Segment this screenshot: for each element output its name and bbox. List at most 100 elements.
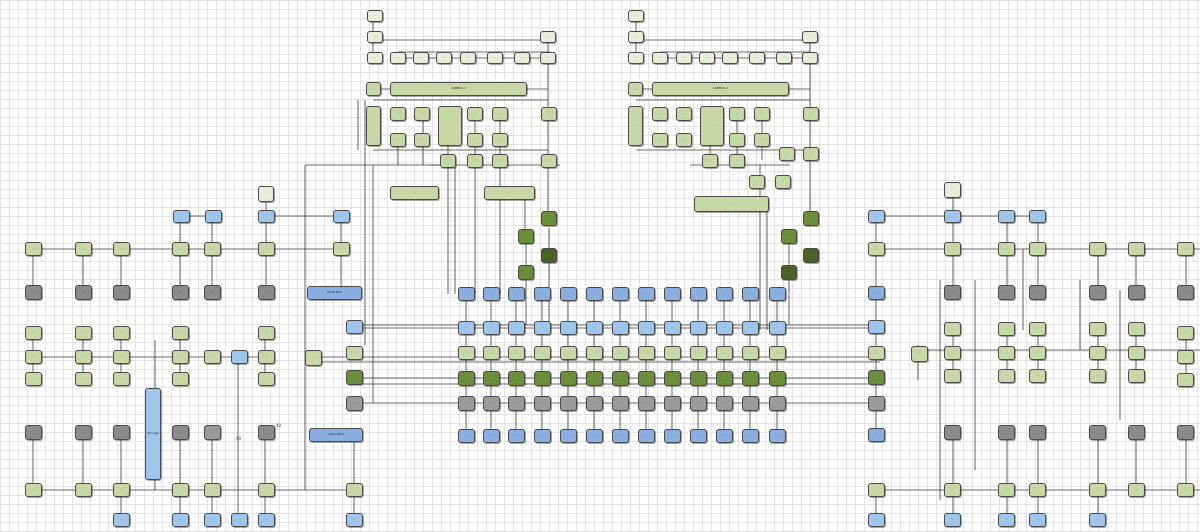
switch-node[interactable]: ···: [803, 211, 819, 226]
grid-load-node[interactable]: ···: [508, 395, 525, 411]
grid-device-node[interactable]: ···: [560, 321, 577, 335]
bus-node[interactable]: ···: [628, 106, 643, 146]
bus-node[interactable]: ···: [729, 133, 745, 147]
bus-node[interactable]: ···: [484, 186, 535, 200]
bus-node[interactable]: ···: [75, 372, 92, 386]
switch-node[interactable]: ···: [346, 370, 363, 385]
bus-node[interactable]: ···: [868, 346, 885, 360]
bus-node[interactable]: ···: [75, 483, 92, 497]
grid-device-node[interactable]: ···: [664, 321, 681, 335]
load-bus-bar[interactable]: LOAD BUS: [309, 428, 363, 442]
device-node[interactable]: ···: [868, 210, 885, 223]
bus-node[interactable]: ···: [467, 133, 483, 147]
grid-switch-node[interactable]: ···: [560, 370, 577, 386]
bus-node[interactable]: ···: [694, 196, 769, 212]
bus-node[interactable]: ···: [333, 242, 350, 256]
load-node[interactable]: ···: [204, 285, 221, 300]
tree-node[interactable]: ···: [628, 10, 644, 22]
grid-device-node[interactable]: ···: [483, 321, 500, 335]
grid-device-node[interactable]: ···: [769, 429, 786, 443]
grid-bus-node[interactable]: ···: [586, 346, 603, 360]
device-node[interactable]: ···: [868, 320, 885, 334]
subbus-bar[interactable]: SUBBUS 1: [390, 82, 527, 96]
tree-node[interactable]: ···: [802, 52, 818, 64]
grid-load-node[interactable]: ···: [612, 395, 629, 411]
device-node[interactable]: ···: [998, 513, 1015, 527]
bus-node[interactable]: ···: [414, 107, 430, 121]
grid-device-node[interactable]: ···: [483, 287, 500, 301]
device-node[interactable]: ···: [205, 210, 222, 223]
load-node[interactable]: ···: [1029, 425, 1046, 440]
grid-device-node[interactable]: ···: [690, 429, 707, 443]
bus-node[interactable]: ···: [113, 326, 130, 340]
bus-node[interactable]: ···: [492, 107, 508, 121]
bus-node[interactable]: ···: [467, 154, 483, 168]
grid-load-node[interactable]: ···: [664, 395, 681, 411]
load-node[interactable]: ···: [25, 425, 42, 440]
load-node[interactable]: ···: [1029, 285, 1046, 300]
bus-node[interactable]: ···: [1029, 369, 1046, 383]
grid-device-node[interactable]: ···: [534, 321, 551, 335]
bus-node[interactable]: ···: [1128, 369, 1145, 383]
grid-bus-node[interactable]: ···: [483, 346, 500, 360]
load-node[interactable]: ···: [998, 425, 1015, 440]
bus-node[interactable]: ···: [779, 147, 795, 161]
load-node[interactable]: ···: [998, 285, 1015, 300]
tree-node[interactable]: ···: [460, 52, 476, 64]
device-node[interactable]: ···: [868, 286, 885, 300]
bus-node[interactable]: ···: [1089, 483, 1106, 497]
load-node[interactable]: ···: [172, 425, 189, 440]
grid-device-node[interactable]: ···: [638, 429, 655, 443]
tree-node[interactable]: ···: [436, 52, 452, 64]
tree-node[interactable]: ···: [367, 31, 383, 43]
grid-device-node[interactable]: ···: [716, 287, 733, 301]
grid-device-node[interactable]: ···: [690, 321, 707, 335]
tree-node[interactable]: ···: [722, 52, 738, 64]
device-node[interactable]: ···: [1089, 513, 1106, 527]
tree-node[interactable]: ···: [413, 52, 429, 64]
grid-device-node[interactable]: ···: [560, 429, 577, 443]
grid-device-node[interactable]: ···: [586, 321, 603, 335]
grid-bus-node[interactable]: ···: [560, 346, 577, 360]
grid-switch-node[interactable]: ···: [612, 370, 629, 386]
grid-load-node[interactable]: ···: [638, 395, 655, 411]
bus-node[interactable]: ···: [998, 242, 1015, 256]
grid-bus-node[interactable]: ···: [769, 346, 786, 360]
tree-node[interactable]: ···: [487, 52, 503, 64]
bus-node[interactable]: ···: [541, 154, 557, 168]
grid-device-node[interactable]: ···: [769, 287, 786, 301]
bus-node[interactable]: ···: [1029, 483, 1046, 497]
load-node[interactable]: ···: [1177, 285, 1194, 300]
grid-bus-node[interactable]: ···: [742, 346, 759, 360]
switch-node[interactable]: ···: [518, 229, 534, 244]
device-node[interactable]: ···: [346, 320, 363, 334]
device-node[interactable]: ···: [944, 513, 961, 527]
bus-node[interactable]: ···: [204, 483, 221, 497]
storage-node[interactable]: Storage: [145, 388, 161, 480]
bus-node[interactable]: ···: [1177, 326, 1194, 340]
grid-bus-node[interactable]: ···: [612, 346, 629, 360]
load-node[interactable]: ···: [204, 425, 221, 440]
bus-node[interactable]: ···: [1128, 242, 1145, 256]
bus-node[interactable]: ···: [944, 346, 961, 360]
grid-device-node[interactable]: ···: [612, 429, 629, 443]
device-node[interactable]: ···: [944, 210, 961, 223]
bus-node[interactable]: ···: [868, 242, 885, 256]
bus-node[interactable]: ···: [75, 242, 92, 256]
switch-node[interactable]: ···: [781, 265, 797, 280]
grid-device-node[interactable]: ···: [638, 321, 655, 335]
bus-node[interactable]: ···: [1177, 483, 1194, 497]
grid-device-node[interactable]: ···: [638, 287, 655, 301]
load-node[interactable]: ···: [258, 425, 275, 440]
bus-node[interactable]: ···: [1089, 322, 1106, 336]
tree-node[interactable]: ···: [776, 52, 792, 64]
grid-device-node[interactable]: ···: [534, 287, 551, 301]
grid-device-node[interactable]: ···: [742, 287, 759, 301]
bus-node[interactable]: ···: [258, 242, 275, 256]
bus-node[interactable]: ···: [258, 372, 275, 386]
grid-switch-node[interactable]: ···: [534, 370, 551, 386]
tree-node[interactable]: ···: [652, 52, 668, 64]
device-node[interactable]: ···: [346, 513, 363, 527]
bus-node[interactable]: ···: [258, 483, 275, 497]
tree-node[interactable]: ···: [514, 52, 530, 64]
